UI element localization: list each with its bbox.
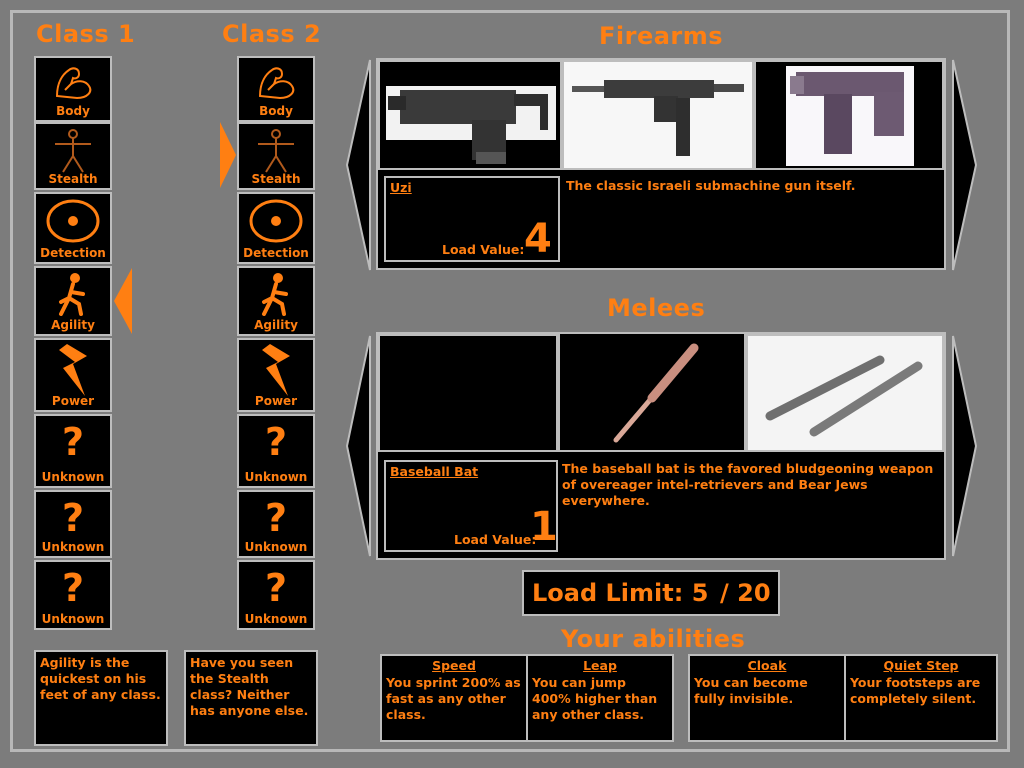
class-slot-label: Stealth [251,172,301,186]
class1-selected-arrow [114,268,132,334]
firearm-slot-3[interactable] [754,60,944,170]
stick-figure-icon [55,129,91,173]
class-slot-label: Unknown [244,470,308,484]
lightning-bolt-icon [59,344,87,396]
ability-title: Leap [583,658,617,673]
class-slot-detection[interactable]: Detection [237,192,315,264]
class-slot-unknown[interactable]: ?Unknown [34,490,112,558]
melee-name[interactable]: Baseball Bat [390,464,479,479]
class-slot-label: Detection [243,246,309,260]
class-slot-label: Power [254,394,298,408]
vz61-skorpion-icon [786,66,914,166]
class-slot-power[interactable]: Power [237,338,315,412]
firearm-description: The classic Israeli submachine gun itsel… [566,178,856,193]
class-slot-label: Unknown [41,470,105,484]
class-slot-detection[interactable]: Detection [34,192,112,264]
eye-target-icon [46,199,100,243]
melee-load-value: 1 [530,504,558,550]
class-slot-unknown[interactable]: ? Unknown [34,414,112,488]
ability-quiet-step: Quiet Step Your footsteps are completely… [844,654,998,742]
class-slot-body[interactable]: Body [34,56,112,122]
running-man-icon [59,273,85,316]
firearms-prev-arrow[interactable] [344,58,374,272]
melee-slot-2[interactable] [558,332,746,452]
flexed-arm-icon [55,67,92,100]
running-man-icon [262,273,288,316]
mac-10-icon [386,86,556,164]
question-mark-icon: ? [61,496,85,540]
ability-text: You can jump 400% higher than any other … [532,675,658,722]
melee-slot-3[interactable] [746,334,944,452]
question-mark-icon: ? [264,420,288,464]
class-slot-agility[interactable]: Agility [34,266,112,336]
ability-text: Your footsteps are completely silent. [850,675,981,706]
class-slot-unknown[interactable]: ? Unknown [34,560,112,630]
class-slot-unknown[interactable]: ? Unknown [237,560,315,630]
class-slot-body[interactable]: Body [237,56,315,122]
melee-description: The baseball bat is the favored bludgeon… [562,461,934,508]
load-limit-max: / 20 [720,579,771,607]
melees-next-arrow[interactable] [950,334,980,558]
class-slot-label: Detection [40,246,106,260]
class-slot-label: Unknown [244,612,308,626]
uzi-icon [564,62,752,168]
class-slot-label: Agility [51,318,95,332]
firearm-slot-1[interactable] [378,60,562,170]
class2-header: Class 2 [222,20,322,48]
firearm-info-box: Uzi Load Value: 4 [384,176,560,262]
eye-target-icon [249,199,303,243]
ability-text: You can become fully invisible. [694,675,808,706]
empty-slot [380,336,556,450]
question-mark-icon: ? [264,496,288,540]
class-slot-label: Agility [254,318,298,332]
ability-speed: Speed You sprint 200% as fast as any oth… [380,654,528,742]
ability-title: Speed [432,658,476,673]
ability-title: Quiet Step [883,658,959,673]
class1-header: Class 1 [36,20,136,48]
firearm-load-label: Load Value: [442,242,525,257]
melees-header: Melees [607,294,706,322]
class-slot-agility[interactable]: Agility [237,266,315,336]
class-slot-label: Stealth [48,172,98,186]
lightning-bolt-icon [262,344,290,396]
class-slot-stealth[interactable]: Stealth [34,122,112,190]
class-slot-unknown[interactable]: ?Unknown [237,490,315,558]
melees-prev-arrow[interactable] [344,334,374,558]
class1-description: Agility is the quickest on his feet of a… [34,650,168,746]
baseball-bat-icon [613,343,699,443]
class-slot-label: Unknown [244,540,308,554]
melee-slot-1[interactable] [378,334,558,452]
stick-figure-icon [258,129,294,173]
load-limit-box: Load Limit: 5 / 20 [522,570,780,616]
class-slot-stealth[interactable]: Stealth [237,122,315,190]
melee-load-label: Load Value: [454,532,537,547]
firearm-name[interactable]: Uzi [390,180,412,195]
class-slot-label: Body [259,104,293,118]
class-slot-label: Unknown [41,540,105,554]
class-slot-power[interactable]: Power [34,338,112,412]
class-slot-label: Power [51,394,95,408]
melee-info-box: Baseball Bat Load Value: 1 [384,460,558,552]
ability-text: You sprint 200% as fast as any other cla… [386,675,521,722]
class-slot-unknown[interactable]: ? Unknown [237,414,315,488]
abilities-header: Your abilities [561,625,746,653]
question-mark-icon: ? [264,566,288,610]
load-limit-label: Load Limit: 5 [532,579,709,607]
question-mark-icon: ? [61,566,85,610]
class-slot-label: Body [56,104,90,118]
flexed-arm-icon [258,67,295,100]
class2-selected-arrow [220,122,236,188]
class-slot-label: Unknown [41,612,105,626]
firearms-header: Firearms [599,22,724,50]
firearm-load-value: 4 [524,216,552,262]
question-mark-icon: ? [61,420,85,464]
ability-cloak: Cloak You can become fully invisible. [688,654,846,742]
firearm-slot-2[interactable] [562,60,754,170]
class2-description: Have you seen the Stealth class? Neither… [184,650,318,746]
ability-title: Cloak [747,658,787,673]
lead-pipes-icon [748,336,942,450]
firearms-next-arrow[interactable] [950,58,980,272]
ability-leap: Leap You can jump 400% higher than any o… [526,654,674,742]
